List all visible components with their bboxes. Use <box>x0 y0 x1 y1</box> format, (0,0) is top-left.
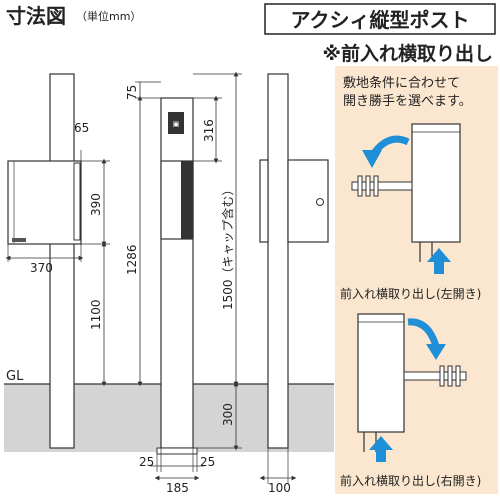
note-panel: 敷地条件に合わせて 開き勝手を選べます。 前入れ横取り出し(左開き) <box>335 66 498 494</box>
curved-arrow-right <box>407 318 440 348</box>
up-arrow-icon <box>369 436 393 462</box>
up-arrow-icon <box>427 248 451 274</box>
dim-post-top: 75 <box>125 85 139 100</box>
page-title: 寸法図 <box>6 4 66 28</box>
right-open-illustration: 前入れ横取り出し(右開き) <box>340 313 481 488</box>
side-view: 100 <box>259 73 329 495</box>
dim-mailbox-height: 390 <box>89 193 103 216</box>
caption-right-open: 前入れ横取り出し(右開き) <box>340 473 481 488</box>
note-text-line1: 敷地条件に合わせて <box>343 75 460 91</box>
product-title-box <box>264 3 496 35</box>
variant-subtitle: ※前入れ横取り出し <box>323 42 493 65</box>
dim-gap-top: 65 <box>74 121 89 135</box>
post <box>49 73 75 449</box>
post <box>160 97 194 449</box>
mailbox-illustration <box>411 123 461 243</box>
caption-left-open: 前入れ横取り出し(左開き) <box>340 286 481 301</box>
dim-plate-height: 316 <box>202 119 216 142</box>
note-text-line2: 開き勝手を選べます。 <box>343 94 472 109</box>
front-view-left: 370 65 390 1100 <box>5 73 110 449</box>
dim-side-left: 25 <box>139 455 154 469</box>
post <box>267 73 289 449</box>
dim-post-height-total: 1500（キャップ含む） <box>220 183 235 310</box>
dim-mount-height: 1100 <box>89 299 103 330</box>
mailbox-flap <box>181 161 193 239</box>
gl-label: GL <box>6 369 24 384</box>
svg-text:▣: ▣ <box>173 120 180 128</box>
unit-label: （単位mm） <box>76 9 141 23</box>
mailbox-illustration <box>357 313 405 433</box>
mailbox-latch <box>12 238 26 242</box>
lock-icon <box>316 198 324 206</box>
dim-buried-depth: 300 <box>221 403 235 426</box>
dim-mailbox-width: 370 <box>30 261 53 275</box>
nameplate <box>168 112 184 134</box>
left-open-illustration: 前入れ横取り出し(左開き) <box>340 123 481 301</box>
dim-post-width: 100 <box>268 481 291 495</box>
mailbox-body <box>7 160 82 245</box>
dim-side-right: 25 <box>200 455 215 469</box>
dim-post-depth: 185 <box>166 481 189 495</box>
dim-post-height-front: 1286 <box>125 244 139 275</box>
front-view-center: ▣ 75 1286 316 1500（キャップ含む） 300 25 25 <box>125 71 242 495</box>
product-title: アクシィ縦型ポスト <box>291 8 470 32</box>
